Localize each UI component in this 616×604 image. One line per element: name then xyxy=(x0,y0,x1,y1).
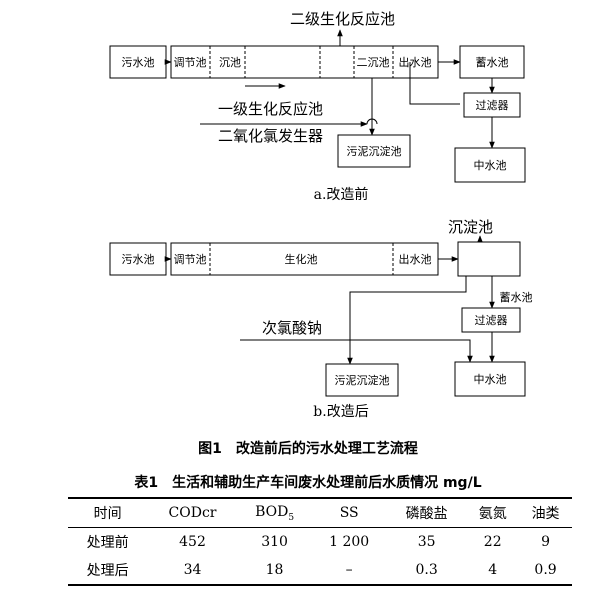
after-sewage-pool-label: 污水池 xyxy=(122,253,155,266)
before-sedimentation-1-label: 沉池 xyxy=(219,56,241,69)
table-cell: 452 xyxy=(179,534,206,550)
figure-caption: 图1 改造前后的污水处理工艺流程 xyxy=(198,441,418,457)
table-cell: 9 xyxy=(541,534,551,550)
table-cell: 0.9 xyxy=(534,562,557,578)
after-sludge-pool-box xyxy=(325,363,399,397)
after-sublabel: b.改造后 xyxy=(313,404,368,420)
after-bio-pool-label: 生化池 xyxy=(285,252,318,266)
header-phosphate: 磷酸盐 xyxy=(405,506,448,522)
table-cell: 处理前 xyxy=(86,535,129,551)
table-cell: 处理后 xyxy=(86,563,129,579)
table-row: 处理后 34 18 – 0.3 4 0.9 xyxy=(68,556,572,585)
table-cell: 4 xyxy=(488,562,498,578)
after-hypochlorite-label: 次氯酸钠 xyxy=(262,319,322,337)
before-storage-pool-label: 蓄水池 xyxy=(476,56,509,69)
header-bod: BOD5 xyxy=(255,503,295,523)
before-sublabel: a.改造前 xyxy=(314,186,369,203)
before-adjust-pool-label: 调节池 xyxy=(174,56,207,69)
header-time: 时间 xyxy=(93,506,122,522)
header-oil: 油类 xyxy=(531,506,560,522)
before-sewage-pool-label: 污水池 xyxy=(122,56,155,69)
header-ss: SS xyxy=(339,505,359,521)
after-adjust-pool-label: 调节池 xyxy=(174,253,207,266)
table-row: 处理前 452 310 1 200 35 22 9 xyxy=(68,528,572,557)
before-primary-reactor-label: 一级生化反应池 xyxy=(218,100,323,118)
table-header-row: 时间 CODcr BOD5 SS 磷酸盐 氨氮 油类 xyxy=(68,498,572,528)
before-sludge-pool-label: 污泥沉淀池 xyxy=(347,144,402,158)
after-reclaimed-pool-label: 中水池 xyxy=(474,373,507,386)
table-caption: 表1 生活和辅助生产车间废水处理前后水质情况 mg/L xyxy=(134,475,482,491)
after-settling-tank-label: 沉淀池 xyxy=(448,218,493,236)
table-cell: 22 xyxy=(483,534,502,550)
header-codcr: CODcr xyxy=(168,505,217,521)
table-cell: 310 xyxy=(261,534,288,550)
header-ammonia: 氨氮 xyxy=(478,506,507,522)
after-storage-pool-label: 蓄水池 xyxy=(500,291,533,304)
after-filter-label: 过滤器 xyxy=(475,314,508,327)
after-settling-tank-box xyxy=(457,241,521,277)
before-sedimentation-2-label: 二沉池 xyxy=(357,56,390,69)
table-cell: 35 xyxy=(417,534,436,550)
before-filter-label: 过滤器 xyxy=(476,99,509,112)
after-outlet-pool-label: 出水池 xyxy=(399,252,432,266)
before-chlorine-generator-label: 二氧化氯发生器 xyxy=(218,127,323,145)
table-cell: – xyxy=(345,562,353,578)
table-cell: 0.3 xyxy=(415,562,438,578)
table-cell: 34 xyxy=(183,562,202,578)
before-outlet-pool-label: 出水池 xyxy=(399,55,432,69)
table-cell: 18 xyxy=(265,562,284,578)
table-cell: 1 200 xyxy=(329,534,370,550)
before-reclaimed-pool-label: 中水池 xyxy=(474,159,507,172)
before-secondary-reactor-label: 二级生化反应池 xyxy=(290,10,395,28)
water-quality-table: 时间 CODcr BOD5 SS 磷酸盐 氨氮 油类 处理前 452 310 1… xyxy=(68,497,572,586)
process-flow-diagram: 污水池 调节池 沉池 二沉池 出水池 蓄水池 过滤器 污泥沉淀池 中水池 二级生… xyxy=(109,10,533,420)
after-sludge-pool-label: 污泥沉淀池 xyxy=(335,373,390,387)
